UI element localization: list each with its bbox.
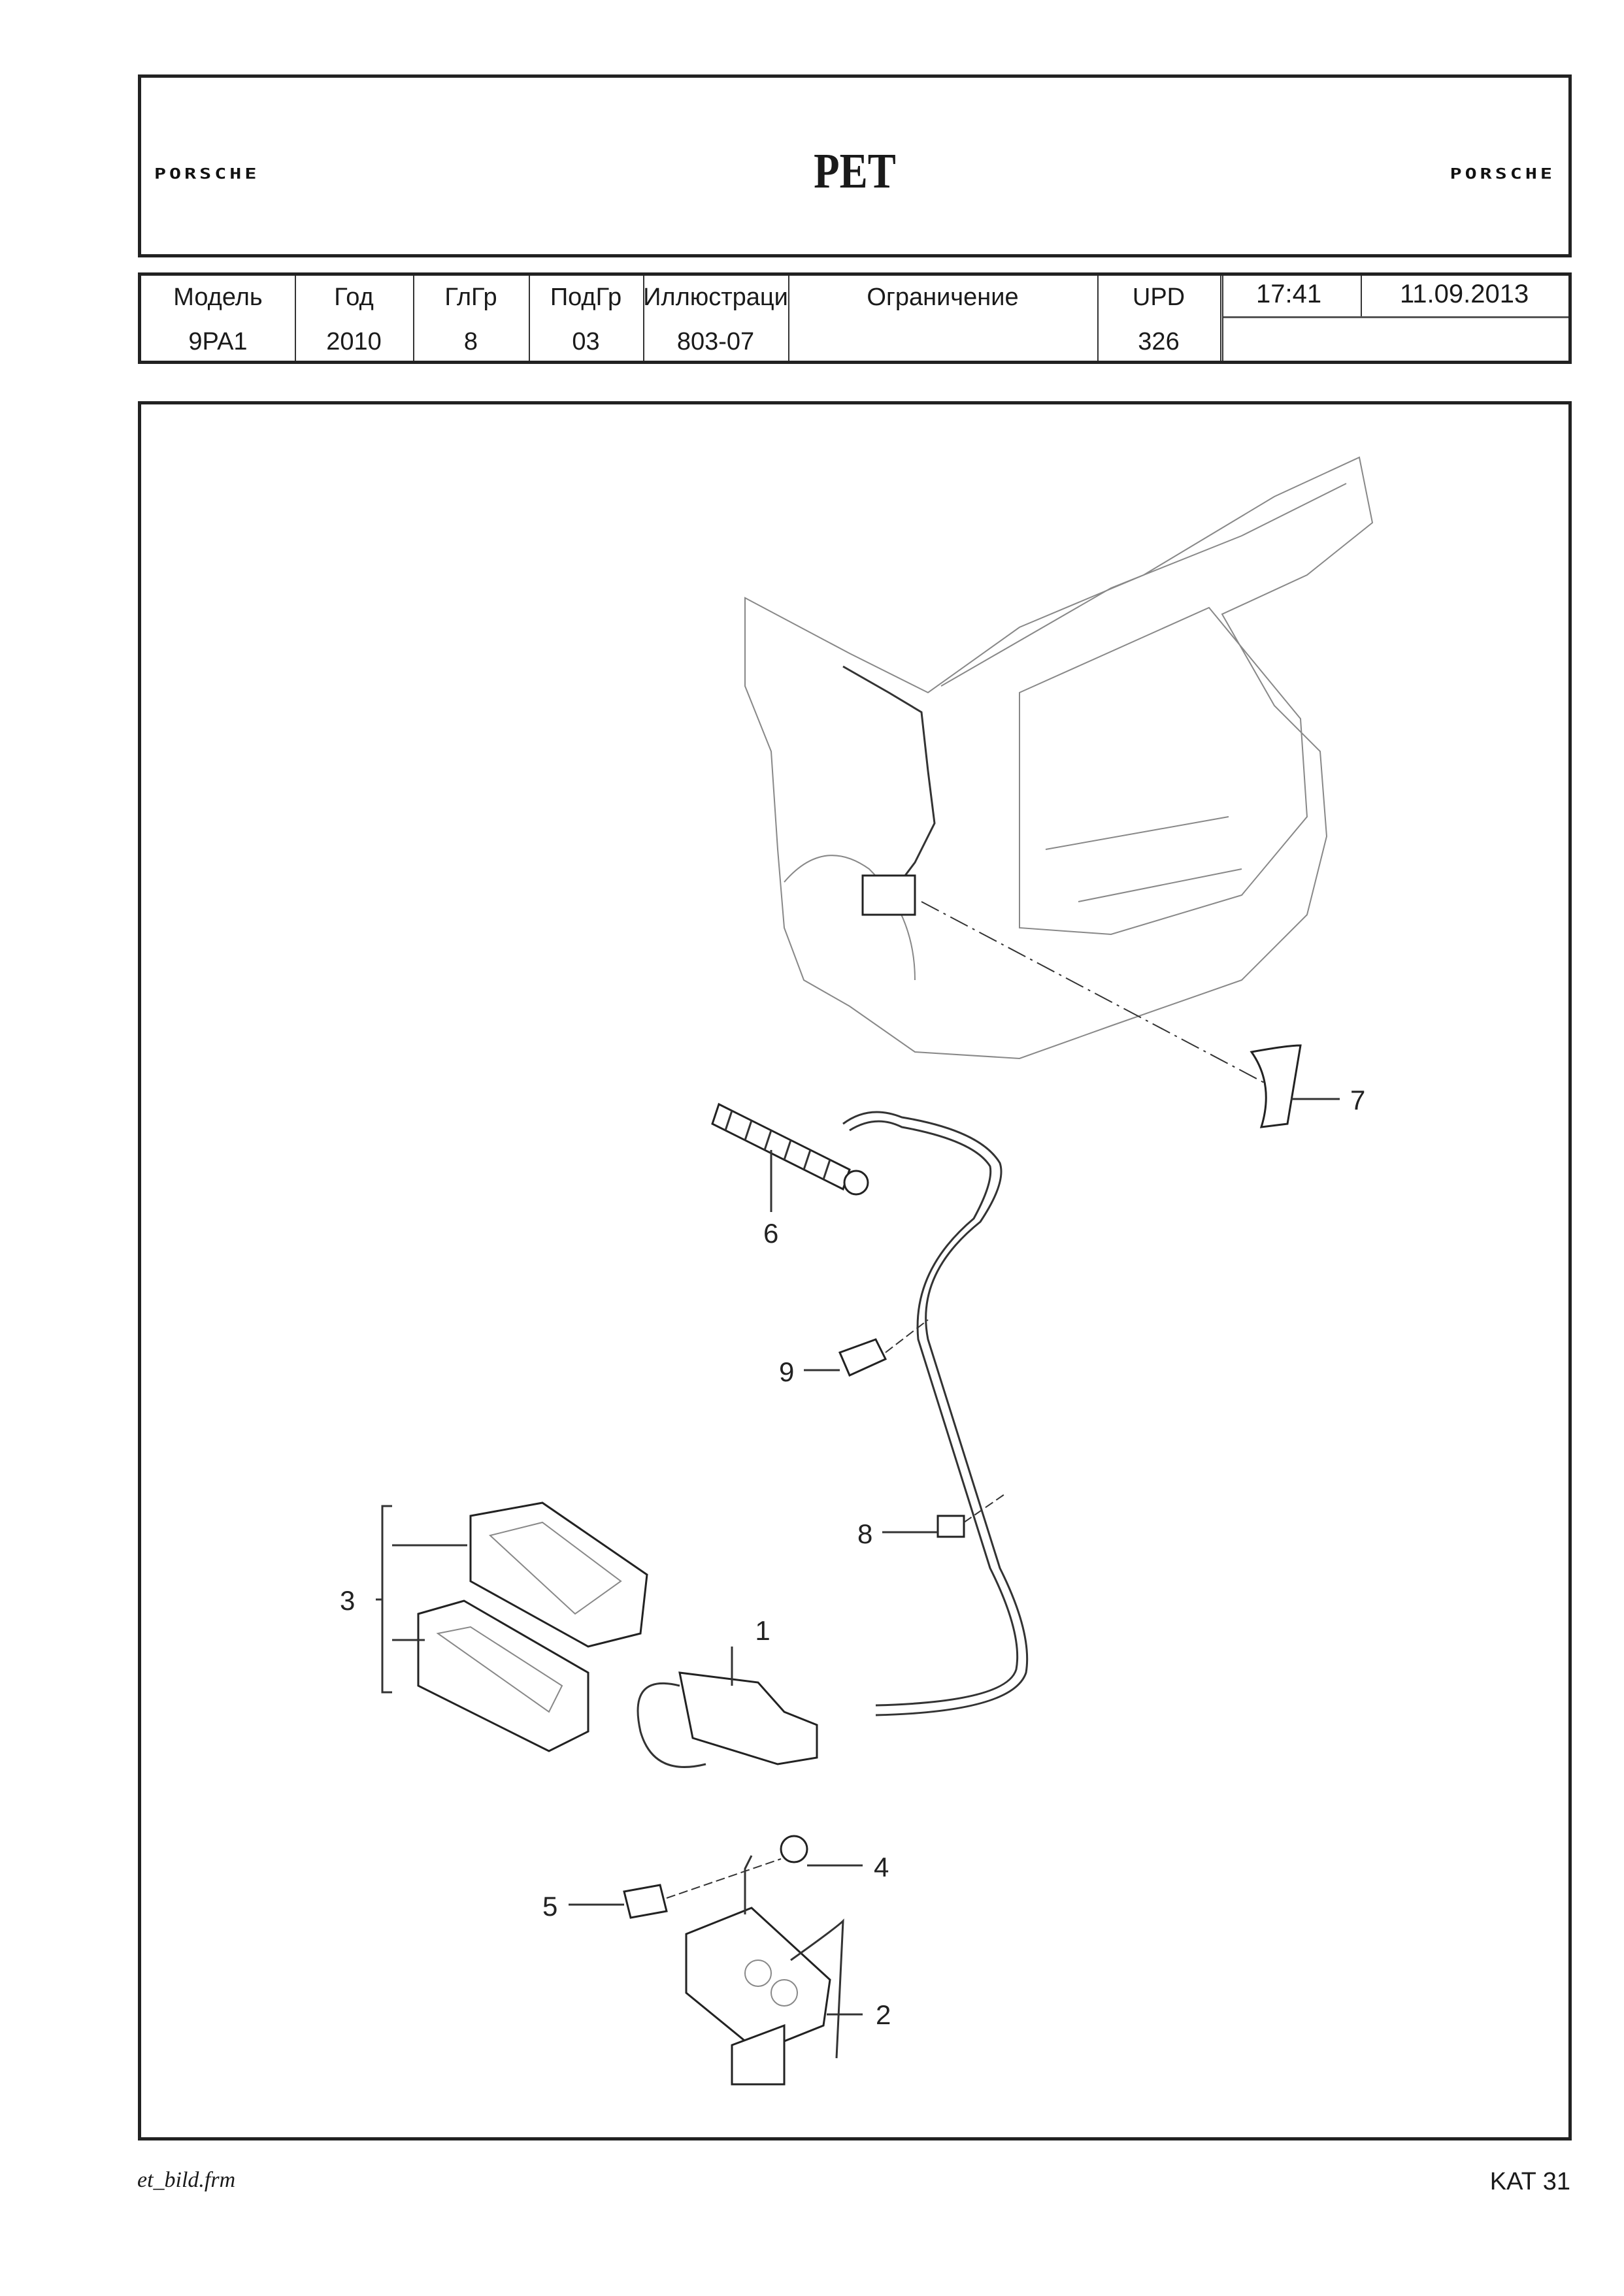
lock-actuator-installed bbox=[861, 874, 916, 916]
porsche-logo-left: PORSCHE bbox=[154, 165, 260, 183]
part-5-bolt bbox=[623, 1884, 668, 1919]
callout-8: 8 bbox=[857, 1518, 872, 1549]
header-box: PORSCHE PET PORSCHE bbox=[138, 74, 1572, 257]
part-7-cover bbox=[1250, 1044, 1302, 1128]
timestamp-cell: 17:41 11.09.2013 bbox=[1223, 276, 1568, 318]
part-3-covers bbox=[376, 1501, 648, 1752]
vehicle-rear-outline bbox=[744, 456, 1374, 1060]
part-1-actuator bbox=[637, 1671, 818, 1768]
callout-3: 3 bbox=[340, 1585, 355, 1616]
parts-illustration-frame bbox=[138, 401, 1572, 2140]
date: 11.09.2013 bbox=[1400, 280, 1529, 308]
footer-catalog: KAT 31 bbox=[1489, 2168, 1570, 2195]
value-year: 2010 bbox=[326, 328, 382, 355]
column-year: Год 2010 bbox=[295, 276, 414, 361]
header-illustration: Иллюстраци bbox=[643, 284, 788, 311]
column-restriction: Ограничение bbox=[788, 276, 1099, 361]
info-table: Модель 9PA1 Год 2010 ГлГр 8 ПодГр 03 Иллюстр… bbox=[138, 272, 1572, 364]
value-subgroup: 03 bbox=[572, 328, 600, 355]
header-subgroup: ПодГр bbox=[550, 284, 622, 311]
column-model: Модель 9PA1 bbox=[141, 276, 296, 361]
part-4-nut bbox=[780, 1835, 808, 1863]
column-illustration: Иллюстраци 803-07 bbox=[643, 276, 789, 361]
callout-9: 9 bbox=[779, 1356, 794, 1387]
callout-4: 4 bbox=[874, 1852, 889, 1882]
part-6-grommet bbox=[711, 1102, 869, 1196]
callout-1: 1 bbox=[755, 1615, 770, 1646]
porsche-logo-right: PORSCHE bbox=[1450, 165, 1555, 183]
value-upd: 326 bbox=[1138, 328, 1180, 355]
part-8-clip bbox=[936, 1515, 965, 1538]
header-restriction: Ограничение bbox=[867, 284, 1019, 311]
footer-form-name: et_bild.frm bbox=[137, 2168, 236, 2192]
time: 17:41 bbox=[1256, 280, 1322, 308]
callout-2: 2 bbox=[876, 1999, 891, 2030]
part-2-bracket bbox=[685, 1855, 844, 2086]
value-illustration: 803-07 bbox=[676, 328, 755, 355]
callout-7: 7 bbox=[1350, 1085, 1365, 1115]
column-main-group: ГлГр 8 bbox=[413, 276, 530, 361]
header-year: Год bbox=[334, 284, 374, 311]
column-subgroup: ПодГр 03 bbox=[529, 276, 644, 361]
part-9-clip bbox=[838, 1338, 887, 1377]
callout-6: 6 bbox=[763, 1218, 778, 1249]
page-title: PET bbox=[814, 144, 896, 199]
header-upd: UPD bbox=[1132, 284, 1185, 311]
callout-5: 5 bbox=[542, 1891, 557, 1922]
value-main-group: 8 bbox=[463, 328, 478, 355]
column-upd: UPD 326 bbox=[1097, 276, 1223, 361]
header-main-group: ГлГр bbox=[444, 284, 497, 311]
value-model: 9PA1 bbox=[188, 328, 248, 355]
header-model: Модель bbox=[173, 284, 263, 311]
